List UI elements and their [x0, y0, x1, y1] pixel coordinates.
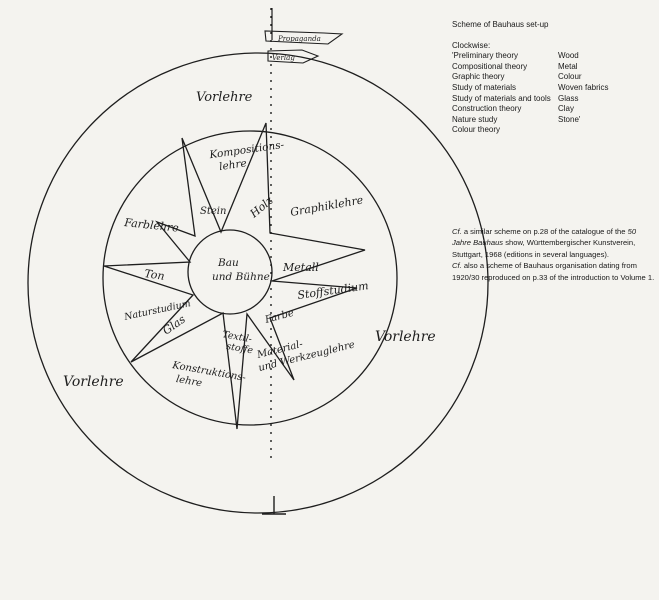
note-text-1a: a similar scheme on p.28 of the catalogu… [461, 227, 628, 236]
star-label-stoffstudium: Stoffstudium [297, 279, 370, 302]
caption-item: Colour theory [452, 125, 501, 135]
note-cf-2: Cf. [452, 261, 462, 271]
caption-item: Nature study [452, 114, 498, 124]
flag-top-label: Propaganda [277, 35, 321, 43]
inner-label-ton: Ton [144, 267, 166, 283]
note-text-1b: show, Württembergischer Kunstverein, Stu… [452, 238, 636, 259]
outer-label-top: Vorlehre [196, 90, 253, 105]
caption-item: Study of materials [452, 82, 517, 92]
star-label-material-werkzeuglehre: Material-und Werkzeuglehre [254, 327, 356, 374]
caption-item: Study of materials and tools [452, 93, 551, 103]
middle-circle [102, 130, 398, 426]
caption-item: Wood [558, 51, 579, 61]
outer-label-left: Vorlehre [63, 374, 124, 390]
reference-note: Cf. a similar scheme on p.28 of the cata… [452, 226, 656, 283]
caption-item: Compositional theory [452, 61, 528, 71]
note-book-title: 50 Jahre Bauhaus [452, 227, 637, 248]
caption-clockwise: Clockwise: [452, 40, 491, 50]
caption-item: Clay [558, 104, 575, 114]
caption-item: 'Preliminary theory [452, 51, 518, 61]
inner-label-farbe: Farbe [263, 308, 295, 326]
caption-item: Construction theory [452, 104, 522, 114]
flag-bottom-label: Verlag [272, 54, 295, 62]
caption-item: Graphic theory [452, 72, 505, 82]
star-rays [103, 122, 366, 430]
scheme-caption: Scheme of Bauhaus set-up Clockwise: 'Pre… [452, 20, 652, 136]
star-label-farblehre: Farblehre [123, 216, 180, 235]
outer-label-right: Vorlehre [375, 329, 436, 345]
note-text-2: also a scheme of Bauhaus organisation da… [452, 261, 655, 282]
caption-item: Colour [558, 72, 582, 82]
note-cf-1: Cf. [452, 227, 462, 236]
caption-item: Metal [558, 61, 578, 71]
outer-circle [27, 52, 489, 514]
caption-title: Scheme of Bauhaus set-up [452, 20, 549, 29]
star-label-konstruktionslehre: Konstruktions-lehre [168, 360, 247, 397]
caption-column-2: Wood Metal Colour Woven fabrics Glass Cl… [558, 51, 648, 136]
inner-circle [187, 229, 273, 315]
caption-column-1: 'Preliminary theory Compositional theory… [452, 51, 558, 136]
flag-top [264, 30, 344, 45]
caption-item: Glass [558, 93, 579, 103]
inner-label-metall: Metall [282, 261, 319, 274]
inner-label-stein: Stein [200, 206, 226, 217]
star-label-graphiklehre: Graphiklehre [289, 193, 364, 219]
flag-bottom [267, 49, 320, 64]
caption-item: Stone' [558, 114, 581, 124]
caption-item: Woven fabrics [558, 82, 609, 92]
inner-label-textilstoffe: Textil-stoffe [220, 329, 256, 356]
